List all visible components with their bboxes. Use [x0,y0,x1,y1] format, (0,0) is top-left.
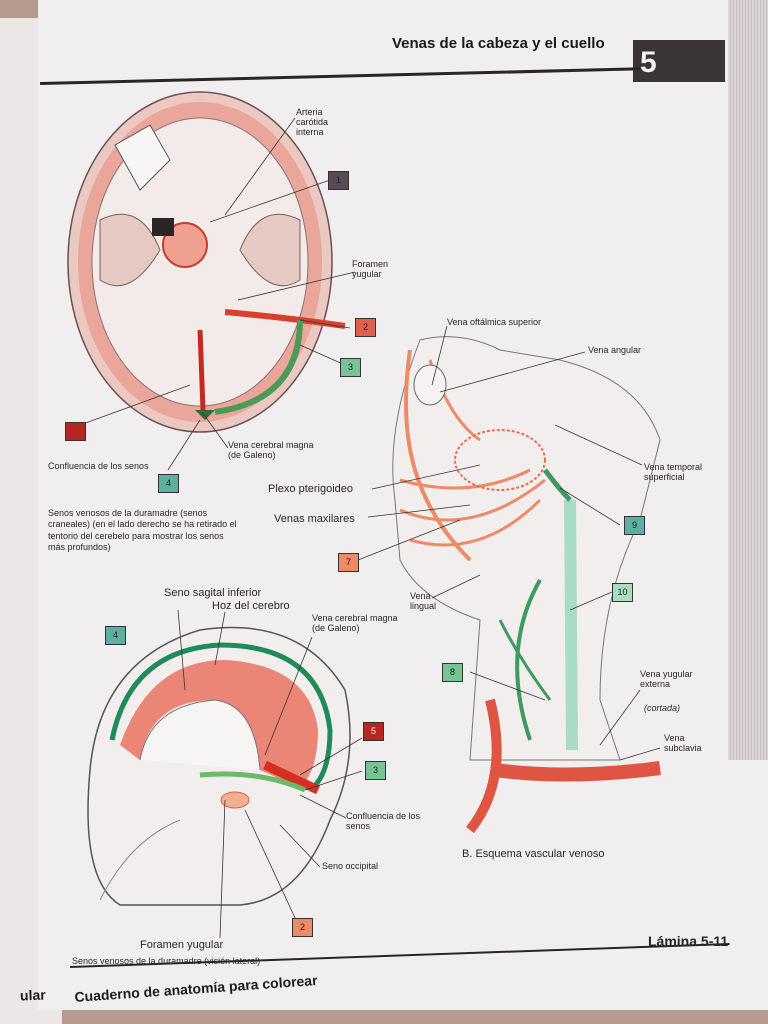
label-temporal: Vena temporal superficial [644,462,703,482]
chapter-title: Venas de la cabeza y el cuello [392,35,605,52]
label-yugular-externa: Vena yugular externa [640,669,693,689]
caption-fig-c: Senos venosos de la duramadre (visión la… [72,956,261,966]
label-confluencia-a: Confluencia de los senos [48,461,149,471]
lateral-sinus-illustration [87,626,351,906]
badge-c3: 3 [365,761,386,780]
badge-1: 1 [328,171,349,190]
chapter-tab [633,40,725,82]
label-subclavia: Vena subclavia [664,733,702,753]
badge-dark-red [65,422,86,441]
badge-7: 7 [338,553,359,572]
caption-fig-a: Senos venosos de la duramadre (senos cra… [48,508,237,552]
badge-3: 3 [340,358,361,377]
label-sagital-inferior: Seno sagital inferior [164,587,262,599]
skull-base-illustration [67,91,346,433]
label-vena-cerebral-magna-a: Vena cerebral magna (de Galeno) [228,440,314,460]
label-foramen-yugular-a: Foramen yugular [352,259,389,279]
label-foramen-yugular-c: Foramen yugular [140,939,224,951]
leader-lines [79,117,661,939]
label-plexo: Plexo pterigoideo [268,483,354,495]
label-angular: Vena angular [588,345,642,355]
label-occipital: Seno occipital [322,861,379,871]
badge-9: 9 [624,516,645,535]
badge-4: 4 [158,474,179,493]
label-oftalmica: Vena oftálmica superior [447,317,542,327]
label-lingual: Vena lingual [410,591,437,611]
badge-c2: 2 [292,918,313,937]
label-cortada: (cortada) [644,703,681,713]
label-hoz: Hoz del cerebro [212,600,290,612]
page-edge [728,0,768,760]
label-vena-cerebral-magna-c: Vena cerebral magna (de Galeno) [312,613,398,633]
chapter-number: 5 [640,46,657,79]
badge-2: 2 [355,318,376,337]
badge-10: 10 [612,583,633,602]
label-confluencia-c: Confluencia de los senos [346,811,421,831]
label-arteria-carotida: Arteria carótida interna [296,107,329,137]
badge-8: 8 [442,663,463,682]
caption-fig-b: B. Esquema vascular venoso [462,848,605,860]
label-maxilares: Venas maxilares [274,513,355,525]
left-page-footer-fragment: ular [19,986,46,1004]
badge-c4: 4 [105,626,126,645]
plate-number: Lámina 5-11 [648,933,729,949]
badge-c5: 5 [363,722,384,741]
